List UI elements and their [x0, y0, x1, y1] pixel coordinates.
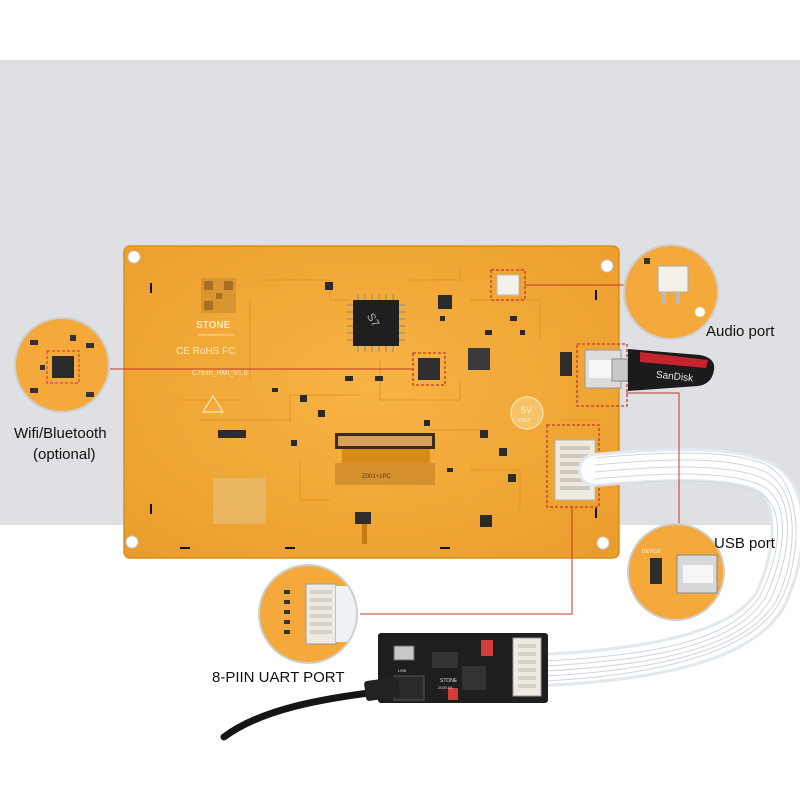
board-brand: STONE: [196, 320, 231, 331]
cert-marks: CE RoHS FC: [176, 346, 235, 357]
mount-hole: [600, 259, 614, 273]
voltage-sub: ONLY: [518, 418, 532, 424]
wifi-module-zoom: [14, 317, 110, 413]
adapter-usb-label: USB: [398, 668, 407, 673]
mount-hole: [596, 536, 610, 550]
audio-port-label: Audio port: [706, 323, 775, 340]
power-cable: [220, 677, 400, 741]
wifi-optional-label: (optional): [33, 446, 96, 463]
adapter-brand: STONE: [440, 678, 458, 684]
wifi-chip: [418, 358, 440, 380]
audio-port-zoom: [623, 244, 719, 340]
mini-usb-port: [393, 645, 415, 661]
uart-port-zoom: [258, 564, 358, 664]
uart-usb-adapter: STONE 2020.08 USB: [378, 633, 548, 703]
qr-code: [201, 278, 236, 313]
main-processor-chip: S7: [347, 294, 405, 352]
mount-hole: [125, 535, 139, 549]
backdrop-white: [0, 0, 800, 60]
fpc-connector: Z001+1PC: [335, 433, 435, 485]
uart-port-label: 8-PIIN UART PORT: [212, 669, 345, 686]
callout-lines: [110, 284, 680, 615]
chip-marking: S7: [364, 311, 381, 329]
adapter-date: 2020.08: [438, 685, 453, 690]
usb-port-zoom: DEVICE: [627, 523, 725, 621]
voltage-badge: [510, 396, 544, 430]
drive-brand: SanDisk: [655, 370, 694, 385]
audio-highlight: [490, 269, 526, 301]
board-url: www.stoneitech.com: [198, 332, 235, 337]
mount-hole: [127, 250, 141, 264]
connector-mark: Z001+1PC: [362, 474, 392, 480]
board-version: C7Inth_HMI_V1.0: [192, 370, 248, 377]
gold-pad: [213, 478, 266, 524]
voltage-value: 5V: [521, 405, 532, 415]
esd-warning-icon: [201, 394, 225, 413]
usb-zoom-label: DEVICE: [642, 549, 661, 555]
usb-port-label: USB port: [714, 535, 775, 552]
hmi-board: STONE www.stoneitech.com CE RoHS FC C7In…: [123, 245, 628, 559]
ribbon-cable: [528, 448, 800, 687]
usb-flash-drive: SanDisk: [611, 349, 715, 391]
wifi-bluetooth-label: Wifi/Bluetooth: [14, 425, 107, 442]
